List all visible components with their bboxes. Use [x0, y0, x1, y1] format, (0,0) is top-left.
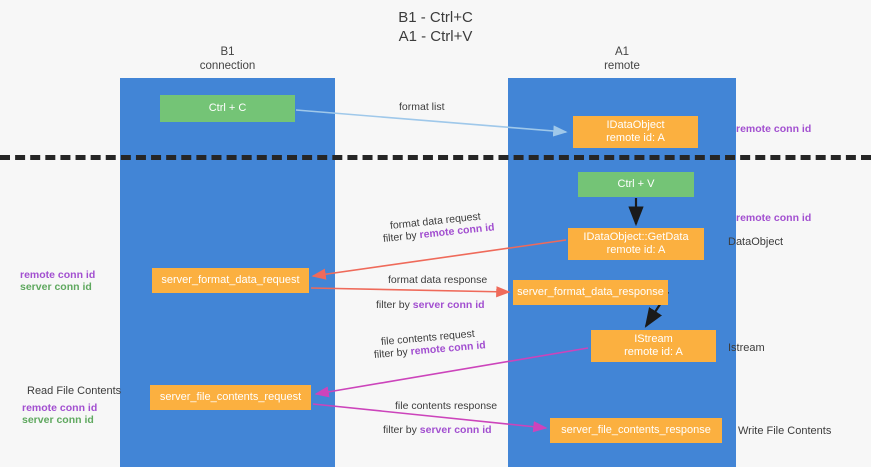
phase-divider	[0, 155, 871, 160]
label-left-server-conn-id-1: server conn id	[20, 281, 92, 293]
label-left-remote-conn-id-1: remote conn id	[20, 269, 96, 281]
edge-label-format-list: format list	[399, 101, 445, 113]
box-server-format-data-response[interactable]: server_format_data_response	[513, 280, 668, 305]
edge-label-format-data-response-filter: filter by server conn id	[376, 299, 485, 311]
box-server-file-contents-response[interactable]: server_file_contents_response	[550, 418, 722, 443]
box-getdata-line2: remote id: A	[606, 244, 666, 256]
page-title: B1 - Ctrl+C A1 - Ctrl+V	[0, 8, 871, 46]
lane-header-b1-sub: connection	[199, 59, 256, 72]
box-ctrl-v[interactable]: Ctrl + V	[578, 172, 694, 197]
box-idataobject[interactable]: IDataObject remote id: A	[573, 116, 698, 148]
lane-header-b1: B1 connection	[120, 46, 335, 73]
lane-header-b1-name: B1	[220, 46, 235, 58]
filter-key: server conn id	[419, 424, 492, 436]
box-idataobject-getdata[interactable]: IDataObject::GetData remote id: A	[568, 228, 704, 260]
box-istream-line2: remote id: A	[624, 346, 683, 358]
box-server-format-data-request[interactable]: server_format_data_request	[152, 268, 309, 293]
arrow-format-data-response	[310, 286, 511, 298]
label-write-file-contents: Write File Contents	[738, 425, 832, 437]
edge-label-file-contents-response: file contents response	[395, 400, 498, 412]
lane-header-a1: A1 remote	[508, 46, 736, 73]
box-server-file-contents-request[interactable]: server_file_contents_request	[150, 385, 311, 410]
label-dataobject: DataObject	[728, 236, 784, 248]
label-left-server-conn-id-2: server conn id	[22, 414, 94, 426]
box-server-format-data-request-label: server_format_data_request	[161, 274, 300, 286]
label-remote-conn-id-top: remote conn id	[736, 123, 812, 135]
box-istream[interactable]: IStream remote id: A	[591, 330, 716, 362]
lane-header-a1-name: A1	[614, 46, 630, 58]
label-remote-conn-id-mid: remote conn id	[736, 212, 812, 224]
label-istream: Istream	[728, 342, 765, 354]
box-idataobject-line2: remote id: A	[606, 132, 665, 144]
title-line-1: B1 - Ctrl+C	[398, 9, 473, 26]
edge-label-file-contents-response-filter: filter by server conn id	[383, 424, 492, 436]
lane-header-a1-sub: remote	[604, 59, 640, 72]
box-server-file-contents-request-label: server_file_contents_request	[159, 391, 302, 403]
box-ctrl-v-label: Ctrl + V	[617, 178, 655, 190]
filter-prefix: filter by	[373, 345, 412, 361]
box-server-format-data-response-label: server_format_data_response	[517, 286, 664, 298]
filter-prefix: filter by	[383, 424, 420, 436]
label-left-remote-conn-id-2: remote conn id	[22, 402, 98, 414]
filter-prefix: filter by	[376, 299, 413, 311]
box-istream-line1: IStream	[634, 333, 673, 345]
filter-key: server conn id	[412, 299, 485, 311]
box-ctrl-c[interactable]: Ctrl + C	[160, 95, 295, 122]
box-idataobject-line1: IDataObject	[606, 119, 665, 131]
edge-label-format-data-response: format data response	[388, 274, 488, 286]
filter-prefix: filter by	[382, 229, 421, 245]
box-ctrl-c-label: Ctrl + C	[208, 102, 247, 114]
box-getdata-line1: IDataObject::GetData	[583, 231, 689, 243]
box-server-file-contents-response-label: server_file_contents_response	[561, 424, 711, 436]
label-read-file-contents: Read File Contents	[27, 385, 122, 397]
title-line-2: A1 - Ctrl+V	[398, 28, 473, 45]
